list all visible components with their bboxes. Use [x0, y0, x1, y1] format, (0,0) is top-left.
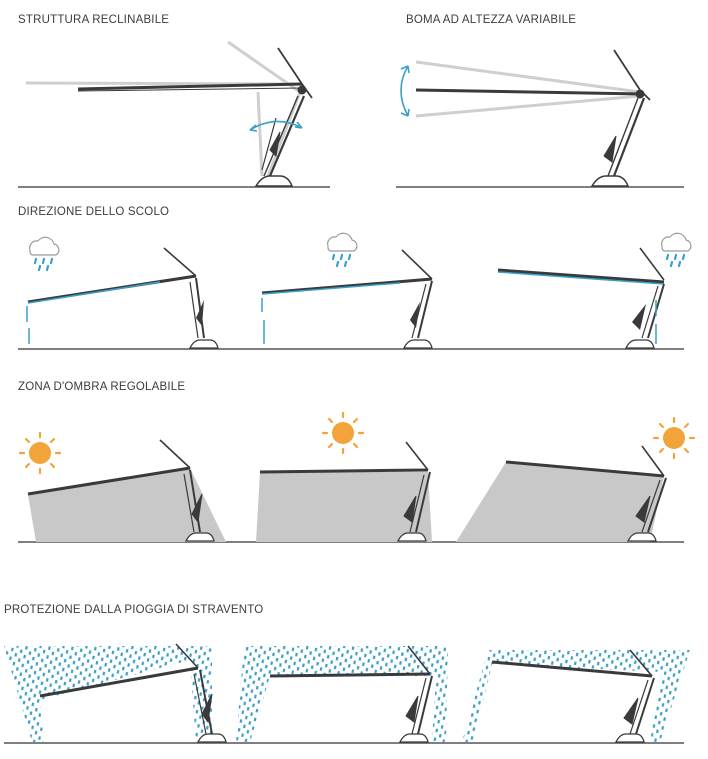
umbrella-shade-center [259, 441, 431, 533]
title-rain-protection: PROTEZIONE DALLA PIOGGIA DI STRAVENTO [4, 604, 264, 616]
rain-zone [236, 646, 448, 742]
sun-icon [321, 411, 365, 455]
umbrella-rain-right [491, 649, 655, 735]
title-boom-height: BOMA AD ALTEZZA VARIABILE [406, 14, 577, 26]
shade-zone [256, 472, 432, 542]
umbrella-drain-right [497, 247, 665, 349]
panel-boom-height [396, 49, 684, 188]
ghost-boom [25, 40, 302, 177]
umbrella-shade-right [505, 445, 667, 533]
rain-cloud-icon [29, 236, 60, 272]
double-arrow-icon [400, 65, 409, 117]
umbrella-structure [415, 49, 651, 177]
rain-cloud-icon [661, 232, 692, 268]
umbrella-rain-center [269, 645, 433, 735]
rain-zone [462, 650, 690, 742]
umbrella-structure [77, 47, 313, 177]
base [254, 175, 294, 187]
shade-zone [28, 468, 226, 542]
panel-rain-protection [4, 643, 690, 744]
umbrella-shade-left [27, 439, 203, 533]
sun-icon [18, 431, 62, 475]
base [590, 175, 630, 187]
double-arrow-icon [249, 120, 303, 131]
umbrella-rain-left [39, 643, 213, 735]
title-recline: STRUTTURA RECLINABILE [18, 14, 170, 26]
panel-drain [18, 232, 692, 350]
umbrella-drain-left [26, 247, 219, 349]
shade-zone [456, 462, 664, 542]
ghost-boom [415, 60, 641, 118]
title-adjustable-shade: ZONA D'OMBRA REGOLABILE [18, 381, 186, 393]
sun-icon [652, 416, 696, 460]
umbrella-drain-center [261, 249, 433, 349]
rain-cloud-icon [327, 232, 358, 268]
title-drain-direction: DIREZIONE DELLO SCOLO [18, 206, 170, 218]
panel-shade [18, 411, 696, 543]
panel-recline [18, 40, 330, 188]
rain-zone [4, 646, 212, 742]
